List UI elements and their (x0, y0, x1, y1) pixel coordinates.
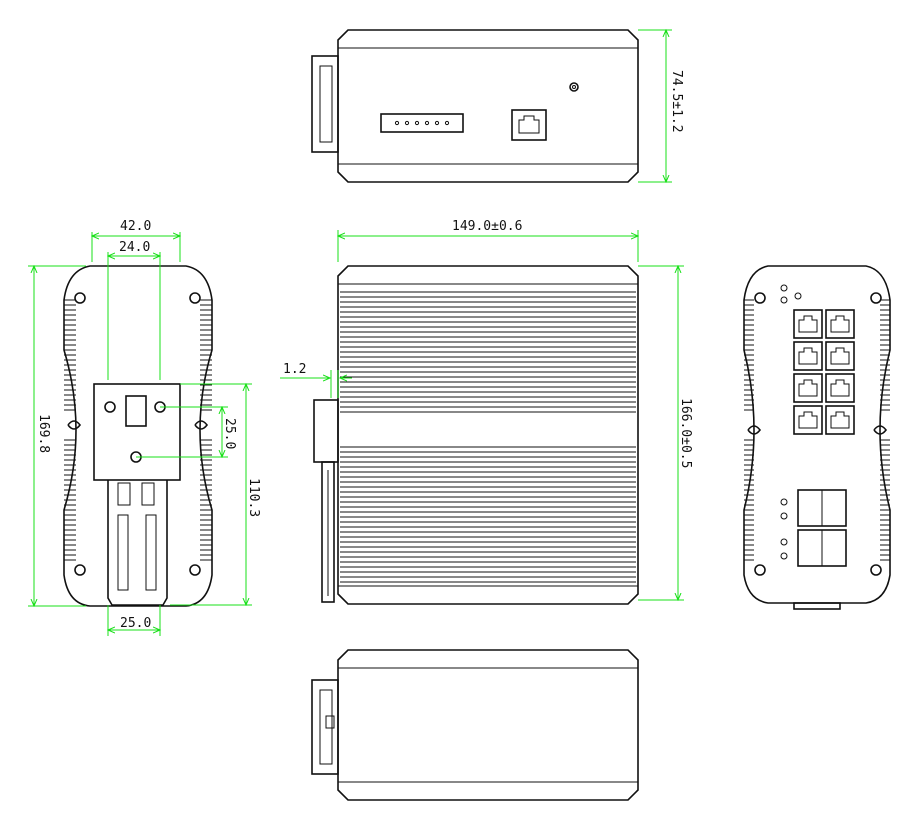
side-view-left: 42.0 24.0 169.8 25.0 110.3 25.0 (28, 219, 261, 636)
bottom-view (311, 649, 639, 801)
port-view-body (743, 265, 891, 604)
fins-right (200, 299, 212, 561)
fins-left (64, 299, 76, 561)
rj45-latch (798, 411, 818, 429)
din-rail-clip (107, 480, 168, 606)
rj45-latch (830, 347, 850, 365)
din-clip-front (313, 399, 339, 463)
terminal-block (380, 113, 464, 133)
dim-side-width-inner: 24.0 (119, 240, 150, 255)
din-clip-bottom (793, 602, 841, 610)
rj45-latch (830, 315, 850, 333)
rj45-port (825, 405, 855, 435)
rj45-port (793, 341, 823, 371)
rj45-latch (798, 315, 818, 333)
rj45-latch (830, 379, 850, 397)
status-led (780, 284, 802, 304)
rj45-latch (830, 411, 850, 429)
bracket-screw (104, 401, 116, 413)
rj45-port (825, 341, 855, 371)
din-rail-front (321, 461, 335, 603)
mount-screw (754, 292, 766, 304)
rj45-ports (793, 309, 855, 435)
mount-screw (870, 292, 882, 304)
sfp-ports (797, 489, 847, 567)
rj45-port (793, 309, 823, 339)
mount-screw (870, 564, 882, 576)
front-view: 149.0±0.6 166.0±0.5 1.2 (280, 219, 693, 605)
side-view-body (63, 265, 213, 607)
heatsink-fins (340, 291, 636, 583)
fins-left (744, 299, 754, 561)
din-rail-bracket (93, 383, 181, 481)
dim-screw-spacing: 25.0 (222, 418, 237, 449)
top-view-body (337, 29, 639, 183)
mount-screw (189, 564, 201, 576)
dim-top-view-height: 74.5±1.2 (669, 70, 684, 133)
dim-rail-clip-offset: 1.2 (283, 362, 306, 377)
top-view: 74.5±1.2 (311, 29, 684, 183)
sfp-led (780, 498, 788, 560)
rj45-latch (798, 379, 818, 397)
rj45-port (793, 405, 823, 435)
rj45-console-port (511, 109, 547, 141)
dim-rail-width: 25.0 (120, 616, 151, 631)
dim-front-height: 166.0±0.5 (678, 398, 693, 468)
rj45-port (825, 373, 855, 403)
mount-screw (189, 292, 201, 304)
dim-front-width: 149.0±0.6 (452, 219, 522, 234)
ground-screw (569, 82, 579, 92)
rj45-latch (798, 347, 818, 365)
mount-screw (754, 564, 766, 576)
dim-side-height: 169.8 (36, 414, 51, 453)
mount-screw (74, 564, 86, 576)
bottom-view-body (337, 649, 639, 801)
din-clip-bottom-view (311, 679, 339, 775)
fins-right (880, 299, 890, 561)
din-clip-top (311, 55, 339, 153)
dim-rail-height: 110.3 (246, 478, 261, 517)
rj45-port (825, 309, 855, 339)
rj45-port (793, 373, 823, 403)
mount-screw (74, 292, 86, 304)
port-view (743, 265, 891, 610)
dim-side-width-outer: 42.0 (120, 219, 151, 234)
